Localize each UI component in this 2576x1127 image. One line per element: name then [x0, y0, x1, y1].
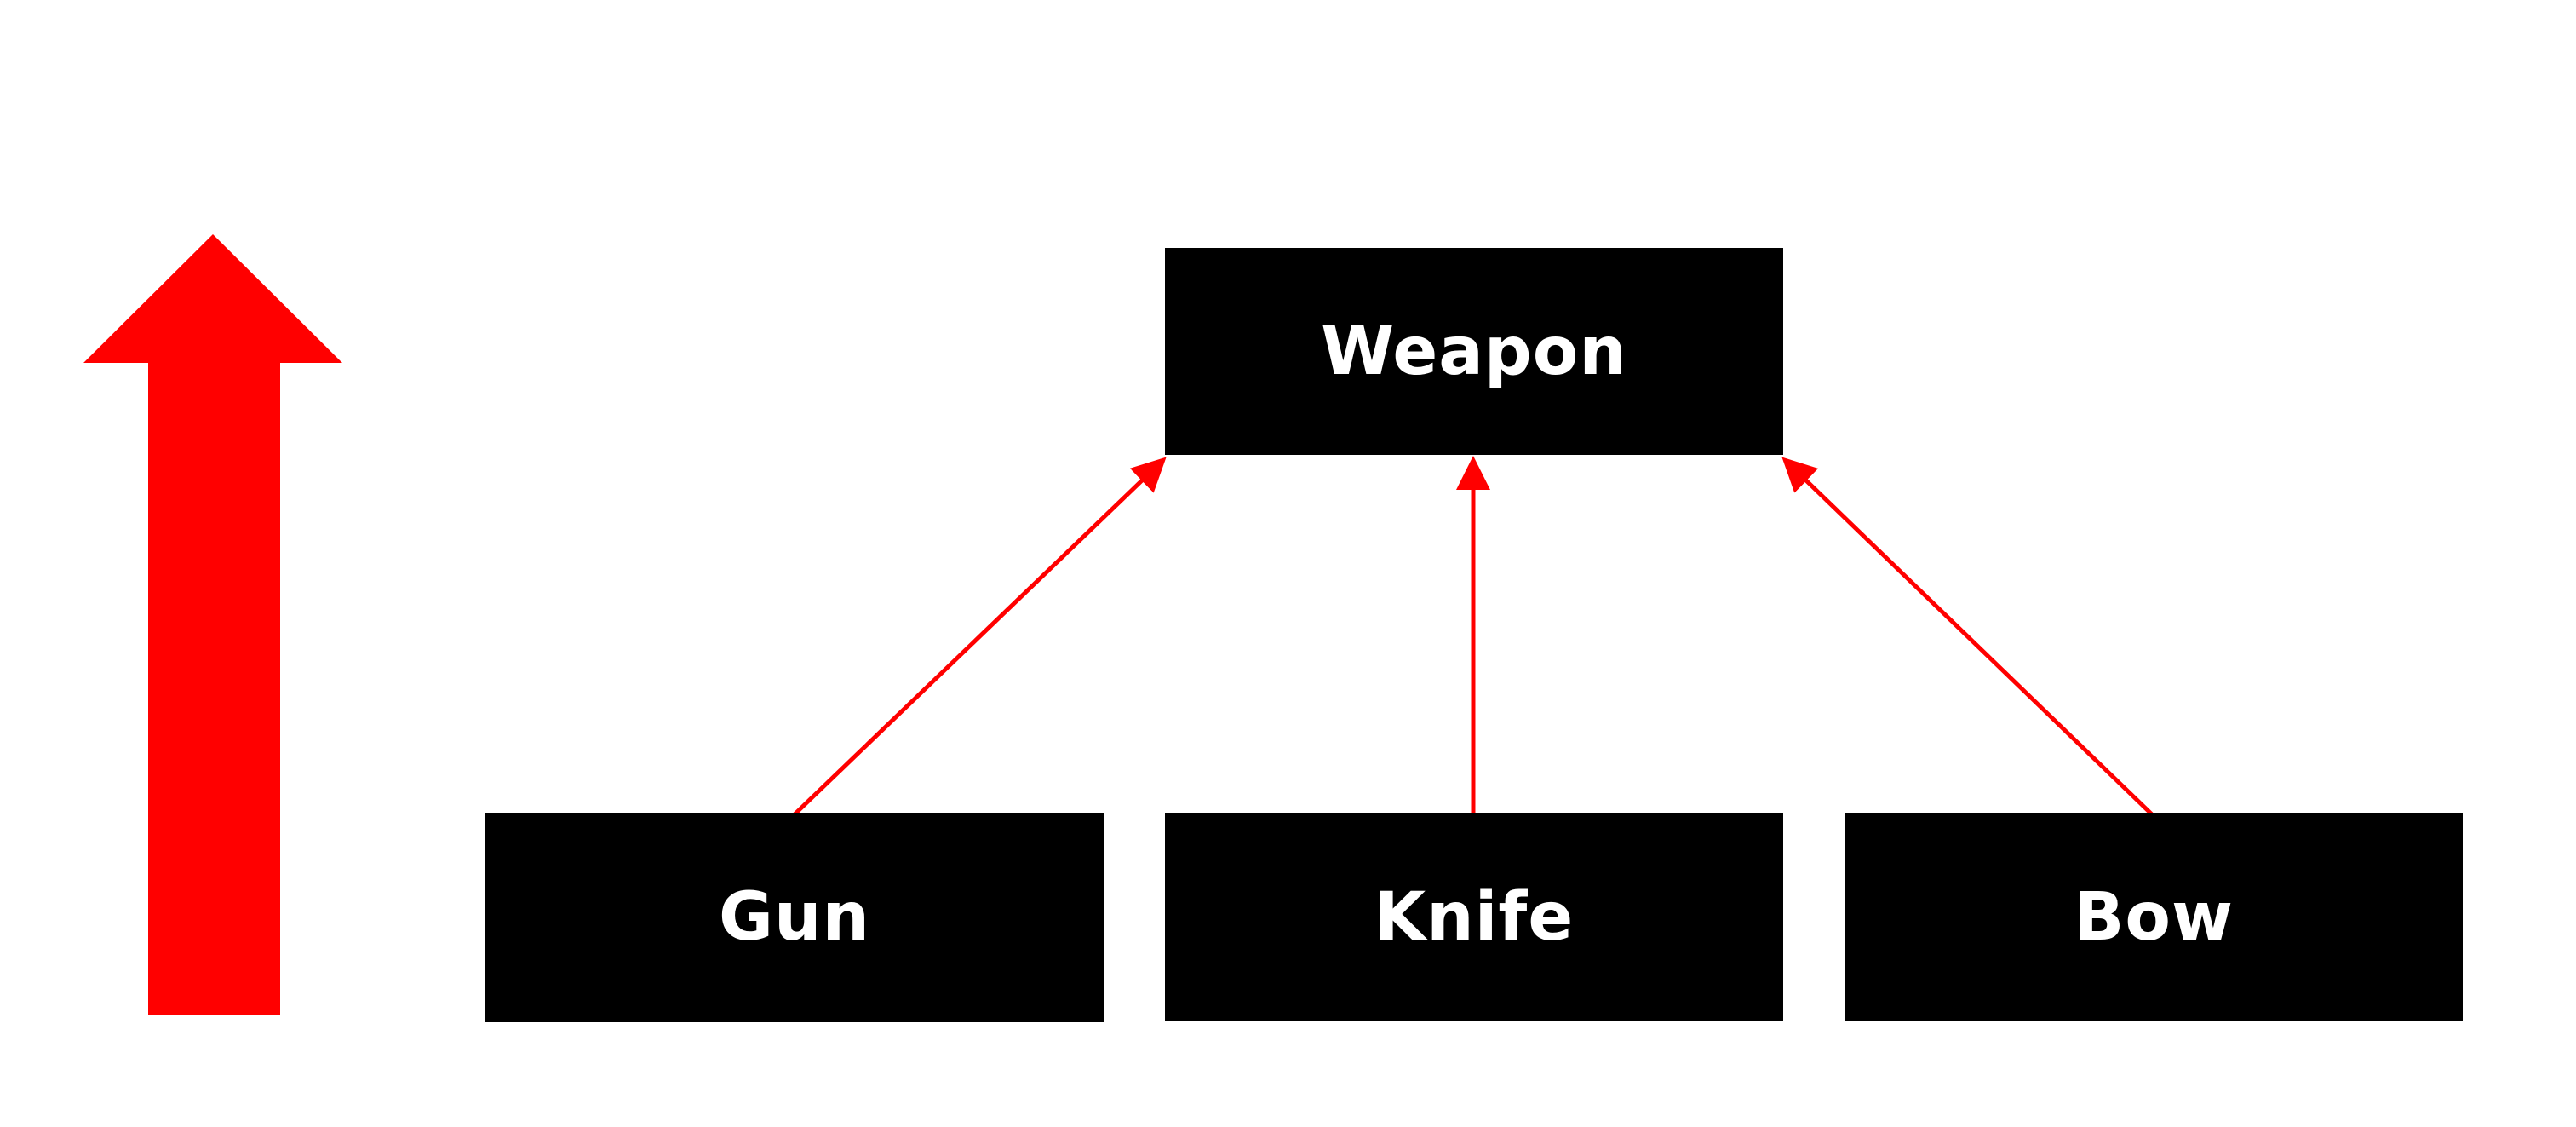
node-knife: Knife	[1165, 813, 1783, 1021]
node-gun: Gun	[485, 813, 1104, 1022]
node-bow-label: Bow	[2073, 878, 2235, 956]
node-weapon-label: Weapon	[1321, 313, 1627, 390]
node-gun-label: Gun	[718, 879, 871, 956]
edge-bow-to-weapon	[1781, 457, 2154, 816]
edge-gun-to-weapon	[793, 457, 1167, 816]
node-weapon: Weapon	[1165, 248, 1783, 455]
node-bow: Bow	[1845, 813, 2463, 1021]
node-knife-label: Knife	[1374, 878, 1575, 956]
large-up-arrow	[83, 234, 342, 1015]
